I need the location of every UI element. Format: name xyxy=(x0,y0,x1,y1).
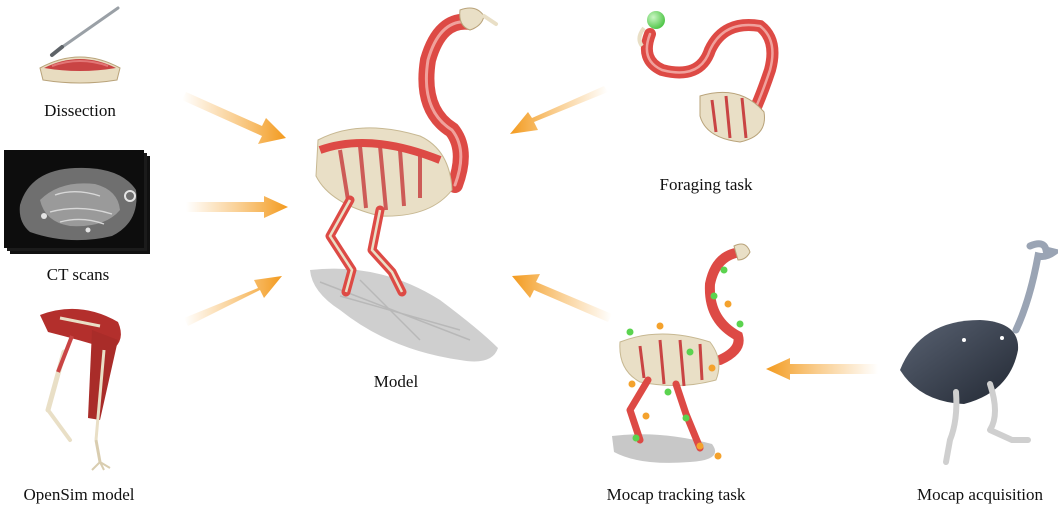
dissection-illustration xyxy=(40,8,120,83)
gradient-arrow-icon xyxy=(184,276,282,326)
target-ball-icon xyxy=(647,11,665,29)
opensim-model-label: OpenSim model xyxy=(24,485,135,505)
gradient-arrow-icon xyxy=(182,92,286,144)
gradient-arrow-icon xyxy=(186,196,288,218)
dissection-label: Dissection xyxy=(44,101,116,121)
ostrich-photo xyxy=(900,244,1054,462)
ct-scan-image xyxy=(4,150,150,254)
model-label: Model xyxy=(374,372,418,392)
gradient-arrow-icon xyxy=(510,86,608,134)
foraging-task-illustration xyxy=(639,11,772,142)
gradient-arrow-icon xyxy=(512,274,612,322)
mocap-acquisition-label: Mocap acquisition xyxy=(917,485,1043,505)
opensim-model-illustration xyxy=(40,309,121,470)
scalpel-icon xyxy=(52,8,118,55)
central-ostrich-model xyxy=(310,8,498,362)
foraging-task-label: Foraging task xyxy=(659,175,752,195)
gradient-arrow-icon xyxy=(766,358,878,380)
ct-scans-label: CT scans xyxy=(47,265,110,285)
mocap-tracking-illustration xyxy=(612,244,750,463)
mocap-tracking-task-label: Mocap tracking task xyxy=(607,485,746,505)
